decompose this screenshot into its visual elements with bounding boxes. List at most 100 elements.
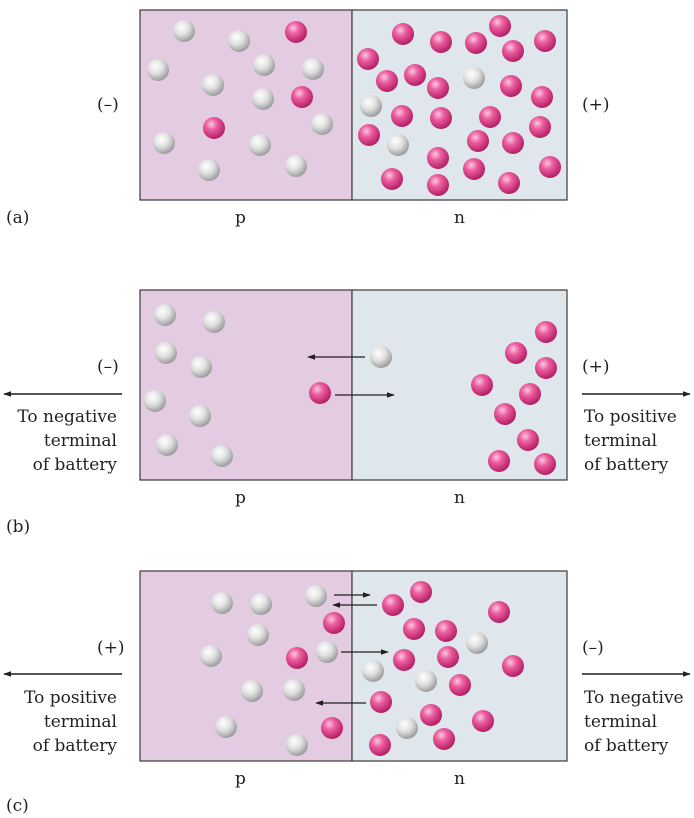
left-terminal-line-2: terminal [43,712,117,732]
p-label: p [235,769,246,789]
electron [391,105,413,127]
electron [430,107,452,129]
electron [286,647,308,669]
electron [534,453,556,475]
hole [253,54,275,76]
hole [362,660,384,682]
electron [517,429,539,451]
electron [410,581,432,603]
particles [144,304,557,475]
electron [427,174,449,196]
hole [241,680,263,702]
carrier-arrows [307,354,395,398]
hole [311,113,333,135]
electron [291,86,313,108]
particles [147,15,561,196]
left-terminal-line-1: To positive [24,688,117,708]
electron [488,601,510,623]
right-terminal-line-2: terminal [584,712,658,732]
hole [156,434,178,456]
hole [466,632,488,654]
right-terminal-line-1: To positive [584,407,677,427]
hole [202,74,224,96]
left-terminal-line-3: of battery [32,455,117,475]
hole [252,88,274,110]
hole [283,679,305,701]
electron [494,403,516,425]
n-label: n [454,488,465,508]
electron [535,321,557,343]
hole [360,95,382,117]
left-terminal-line-2: terminal [43,431,117,451]
left-terminal-line-3: of battery [32,736,117,756]
electron [381,168,403,190]
electron [427,77,449,99]
electron [471,374,493,396]
electron [430,31,452,53]
electron [376,70,398,92]
electron [534,30,556,52]
right-sign: (+) [582,357,610,377]
hole [155,342,177,364]
electron [370,691,392,713]
hole [249,134,271,156]
hole [228,30,250,52]
electron [437,646,459,668]
electron [323,612,345,634]
hole [154,304,176,326]
carrier-arrows [315,592,389,706]
n-label: n [454,769,465,789]
electron [382,594,404,616]
panel-label: (a) [6,208,30,228]
left-terminal-line-1: To negative [17,407,117,427]
electron [309,382,331,404]
particles [200,581,524,756]
electron [285,21,307,43]
n-region [351,9,568,201]
electron [519,383,541,405]
left-sign: (+) [97,638,125,658]
electron [467,130,489,152]
hole [200,645,222,667]
electron [435,620,457,642]
electron [498,172,520,194]
electron [472,710,494,732]
electron [531,86,553,108]
electron [502,132,524,154]
hole [190,356,212,378]
hole [247,624,269,646]
electron [488,450,510,472]
hole [302,58,324,80]
electron [427,147,449,169]
electron [529,116,551,138]
p-label: p [235,488,246,508]
electron [321,717,343,739]
right-terminal-line-2: terminal [584,431,658,451]
electron [463,158,485,180]
electron [357,48,379,70]
hole [286,734,308,756]
electron [502,40,524,62]
electron [358,124,380,146]
electron [404,64,426,86]
hole [144,390,166,412]
hole [316,641,338,663]
hole [211,445,233,467]
hole [147,59,169,81]
right-sign: (–) [582,638,604,658]
left-sign: (–) [97,357,119,377]
panel-a [139,9,568,201]
hole [215,716,237,738]
panel-b [3,289,691,481]
left-sign: (–) [97,95,119,115]
p-label: p [235,208,246,228]
electron [489,15,511,37]
electron [535,357,557,379]
panel-label: (c) [6,796,29,816]
hole [305,585,327,607]
hole [387,134,409,156]
electron [449,674,471,696]
right-sign: (+) [582,95,610,115]
electron [420,704,442,726]
electron [403,618,425,640]
